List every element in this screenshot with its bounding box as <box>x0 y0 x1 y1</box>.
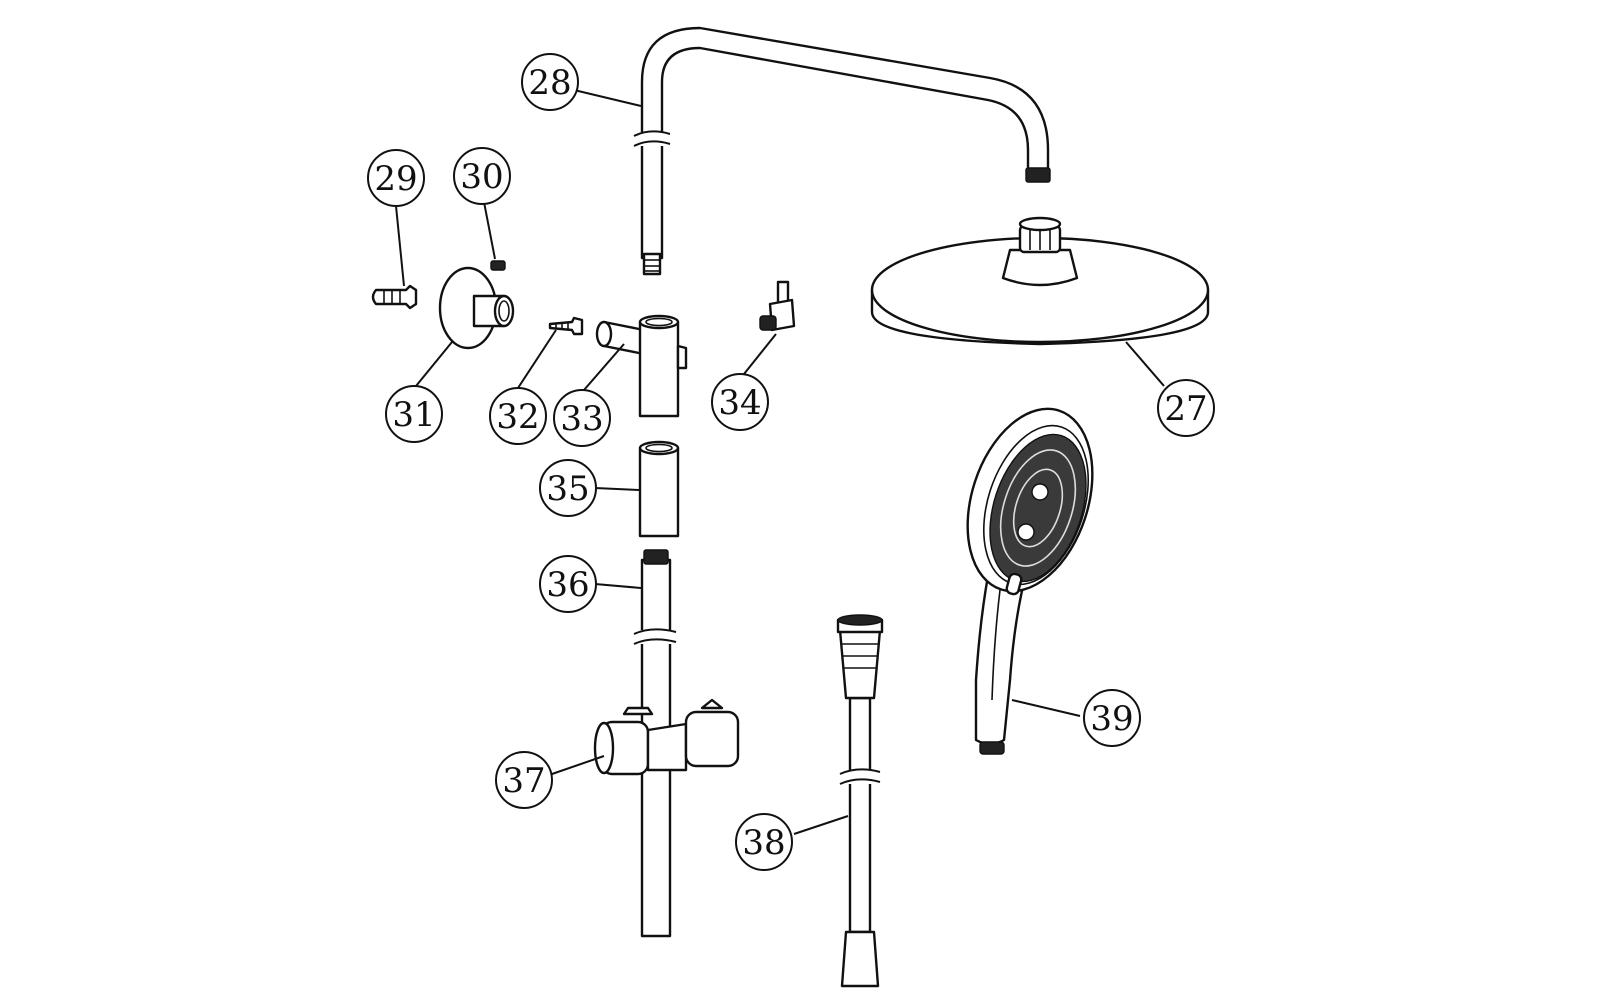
callout-36: 36 <box>539 555 597 613</box>
leader-35 <box>594 487 640 491</box>
callout-37-label: 37 <box>502 761 545 801</box>
callout-30: 30 <box>453 147 511 205</box>
callout-28: 28 <box>521 53 579 111</box>
callout-39-circle <box>1083 689 1141 747</box>
leader-27 <box>1125 341 1165 387</box>
slider-holder-part <box>593 698 740 776</box>
shower-arm-part <box>633 26 1051 276</box>
callout-31-circle <box>385 385 443 443</box>
grub-screw-part <box>490 260 506 271</box>
leader-28 <box>573 89 642 107</box>
callout-36-circle <box>539 555 597 613</box>
leader-32 <box>517 329 557 389</box>
callout-33-circle <box>553 389 611 447</box>
leader-36 <box>594 583 642 589</box>
callout-34-circle <box>711 373 769 431</box>
leader-33 <box>583 343 625 391</box>
wall-bracket-part <box>438 266 515 350</box>
leader-34 <box>743 333 777 375</box>
leader-30 <box>483 201 496 260</box>
leader-39 <box>1011 699 1081 717</box>
callout-39-label: 39 <box>1090 699 1133 739</box>
callout-35-circle <box>539 459 597 517</box>
callout-34-label: 34 <box>718 383 761 423</box>
shower-hose-part <box>836 614 884 988</box>
callout-38-circle <box>735 813 793 871</box>
callout-32-label: 32 <box>496 397 539 437</box>
callout-27-circle <box>1157 379 1215 437</box>
screw-part <box>548 316 584 336</box>
callout-28-circle <box>521 53 579 111</box>
callout-37: 37 <box>495 751 553 809</box>
callout-39: 39 <box>1083 689 1141 747</box>
rain-shower-head-part <box>870 216 1210 346</box>
callout-38: 38 <box>735 813 793 871</box>
hand-shower-part <box>966 407 1094 755</box>
callout-29: 29 <box>367 149 425 207</box>
callout-37-circle <box>495 751 553 809</box>
callout-34: 34 <box>711 373 769 431</box>
callout-29-circle <box>367 149 425 207</box>
leader-31 <box>415 341 453 387</box>
callout-32: 32 <box>489 387 547 445</box>
leader-lines <box>395 89 1165 835</box>
callout-33-label: 33 <box>560 399 603 439</box>
callout-33: 33 <box>553 389 611 447</box>
callout-38-label: 38 <box>742 823 785 863</box>
callout-30-circle <box>453 147 511 205</box>
callout-27-label: 27 <box>1164 389 1207 429</box>
coupling-sleeve-part <box>638 440 680 538</box>
leader-38 <box>793 815 849 835</box>
callout-32-circle <box>489 387 547 445</box>
callout-31-label: 31 <box>392 395 435 435</box>
callout-27: 27 <box>1157 379 1215 437</box>
leader-29 <box>395 205 405 287</box>
callout-35: 35 <box>539 459 597 517</box>
callout-28-label: 28 <box>528 63 571 103</box>
callout-29-label: 29 <box>374 159 417 199</box>
callout-31: 31 <box>385 385 443 443</box>
leader-37 <box>551 755 605 775</box>
callout-35-label: 35 <box>546 469 589 509</box>
elbow-outlet-part <box>759 280 796 332</box>
wall-plug-screw-part <box>371 284 418 310</box>
callout-36-label: 36 <box>546 565 589 605</box>
callout-30-label: 30 <box>460 157 503 197</box>
t-connector-part <box>595 314 688 418</box>
